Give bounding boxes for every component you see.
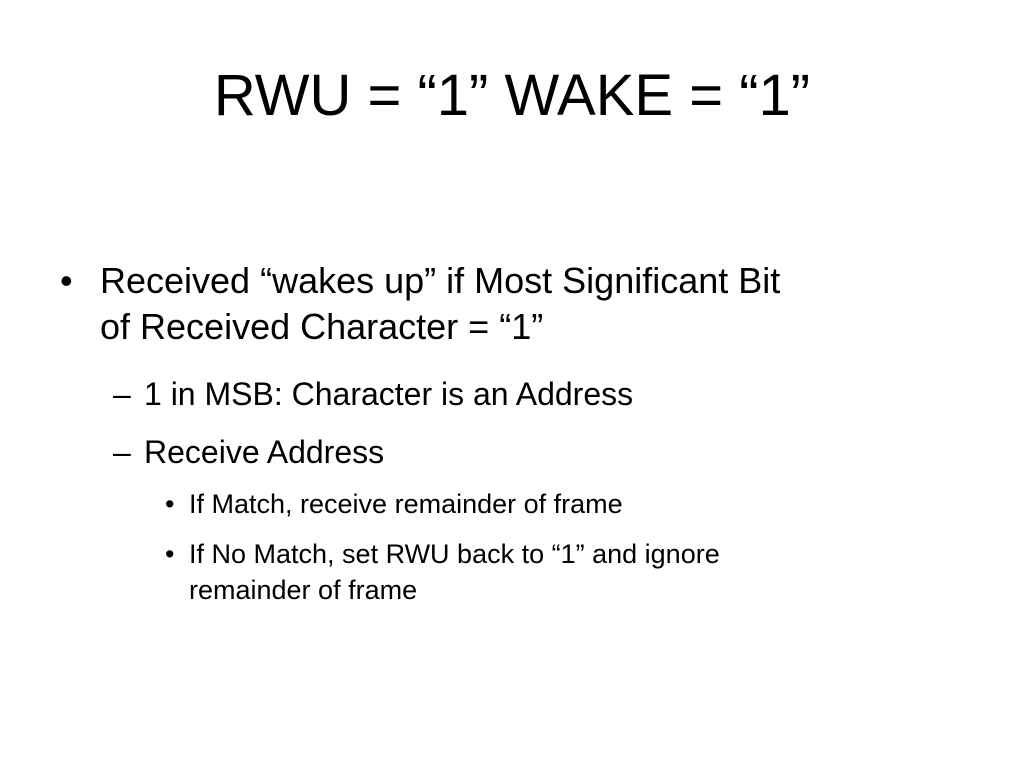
bullet-text-line: of Received Character = “1” <box>100 306 544 347</box>
slide-title: RWU = “1” WAKE = “1” <box>213 63 811 128</box>
sub-sub-bullet-text: If No Match, set RWU back to “1” and ign… <box>189 536 889 608</box>
sub-sub-bullet-text: If Match, receive remainder of frame <box>189 489 623 519</box>
bullet-text: Received “wakes up” if Most Significant … <box>100 258 980 350</box>
bullet-text-line: Received “wakes up” if Most Significant … <box>100 260 781 301</box>
bullet-marker: • <box>165 489 175 519</box>
sub-bullet-text: 1 in MSB: Character is an Address <box>144 376 634 412</box>
sub-sub-bullet-text-line: If No Match, set RWU back to “1” and ign… <box>189 539 720 569</box>
dash-marker: – <box>113 376 131 412</box>
sub-bullet-text: Receive Address <box>144 434 385 470</box>
dash-marker: – <box>113 434 131 470</box>
bullet-marker: • <box>60 260 73 301</box>
sub-sub-bullet-text-line: remainder of frame <box>189 575 418 605</box>
bullet-marker: • <box>165 539 175 569</box>
